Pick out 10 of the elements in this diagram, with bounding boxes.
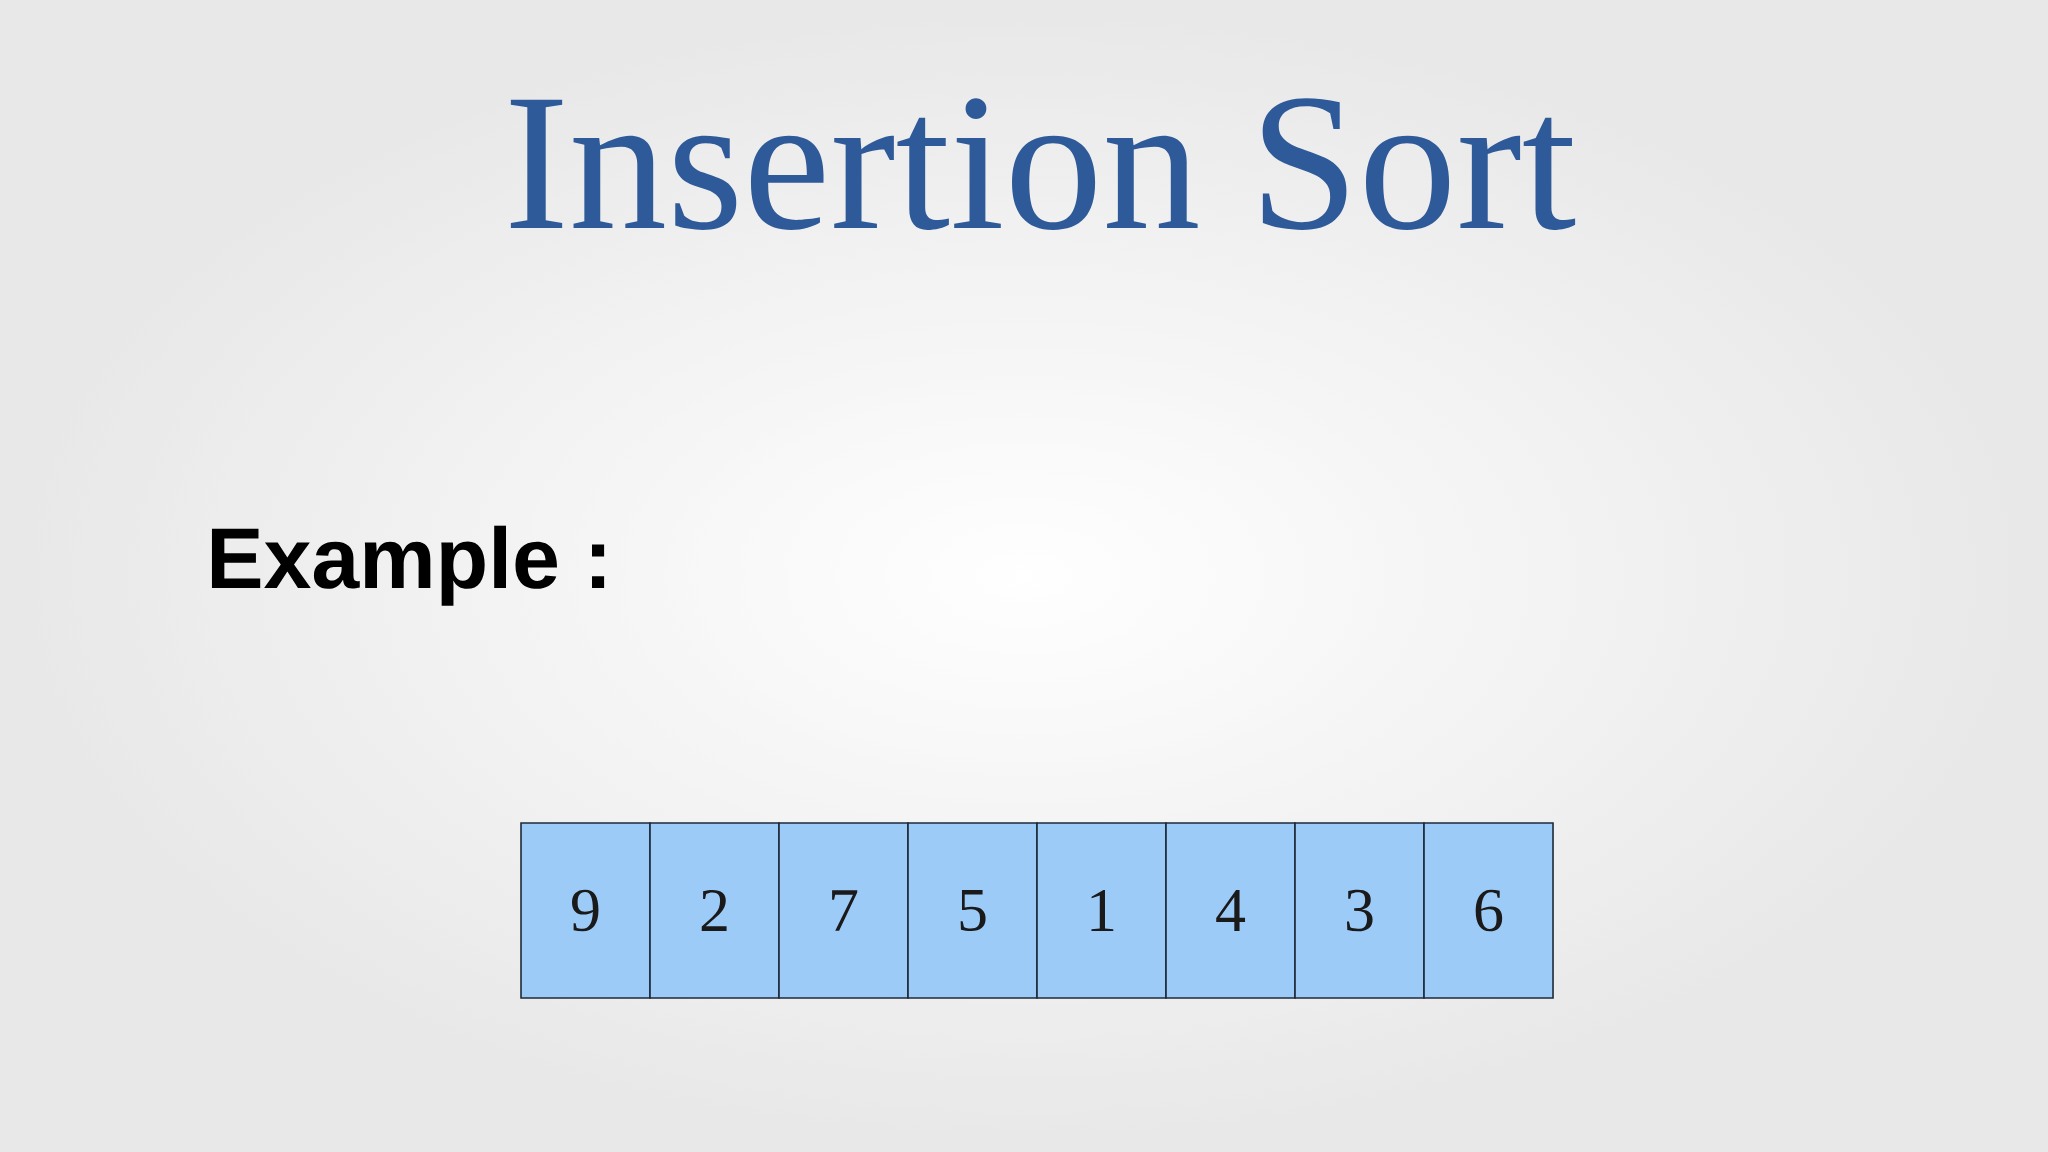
array-cell: 5	[907, 822, 1038, 999]
array-cell: 2	[649, 822, 780, 999]
array-cell: 6	[1423, 822, 1554, 999]
array-cell: 4	[1165, 822, 1296, 999]
array-cell: 9	[520, 822, 651, 999]
array-cell: 3	[1294, 822, 1425, 999]
array-cell: 1	[1036, 822, 1167, 999]
slide-title: Insertion Sort	[510, 98, 1576, 230]
array-cell: 7	[778, 822, 909, 999]
section-heading: Example :	[211, 525, 605, 606]
